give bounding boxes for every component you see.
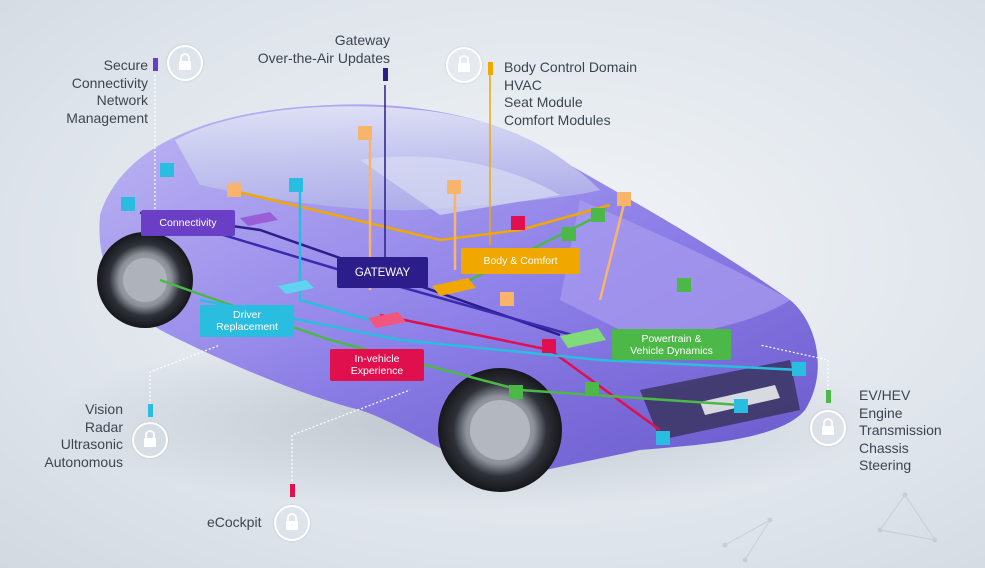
lock-icon bbox=[167, 45, 203, 81]
connectivity-box: Connectivity bbox=[141, 210, 235, 236]
invehicle-color-marker bbox=[290, 484, 295, 497]
body-comfort-box: Body & Comfort bbox=[461, 248, 580, 274]
powertrain-color-marker bbox=[826, 390, 831, 403]
connectivity-color-marker bbox=[153, 58, 158, 71]
gateway-box: GATEWAY bbox=[337, 257, 428, 288]
lock-icon bbox=[132, 422, 168, 458]
driver-color-marker bbox=[148, 404, 153, 417]
body-color-marker bbox=[488, 62, 493, 75]
lock-icon bbox=[810, 410, 846, 446]
lock-icon bbox=[446, 47, 482, 83]
ecockpit-label: eCockpit bbox=[207, 514, 262, 530]
powertrain-box: Powertrain &Vehicle Dynamics bbox=[612, 329, 731, 360]
gateway-color-marker bbox=[383, 68, 388, 81]
lock-icon bbox=[274, 505, 310, 541]
